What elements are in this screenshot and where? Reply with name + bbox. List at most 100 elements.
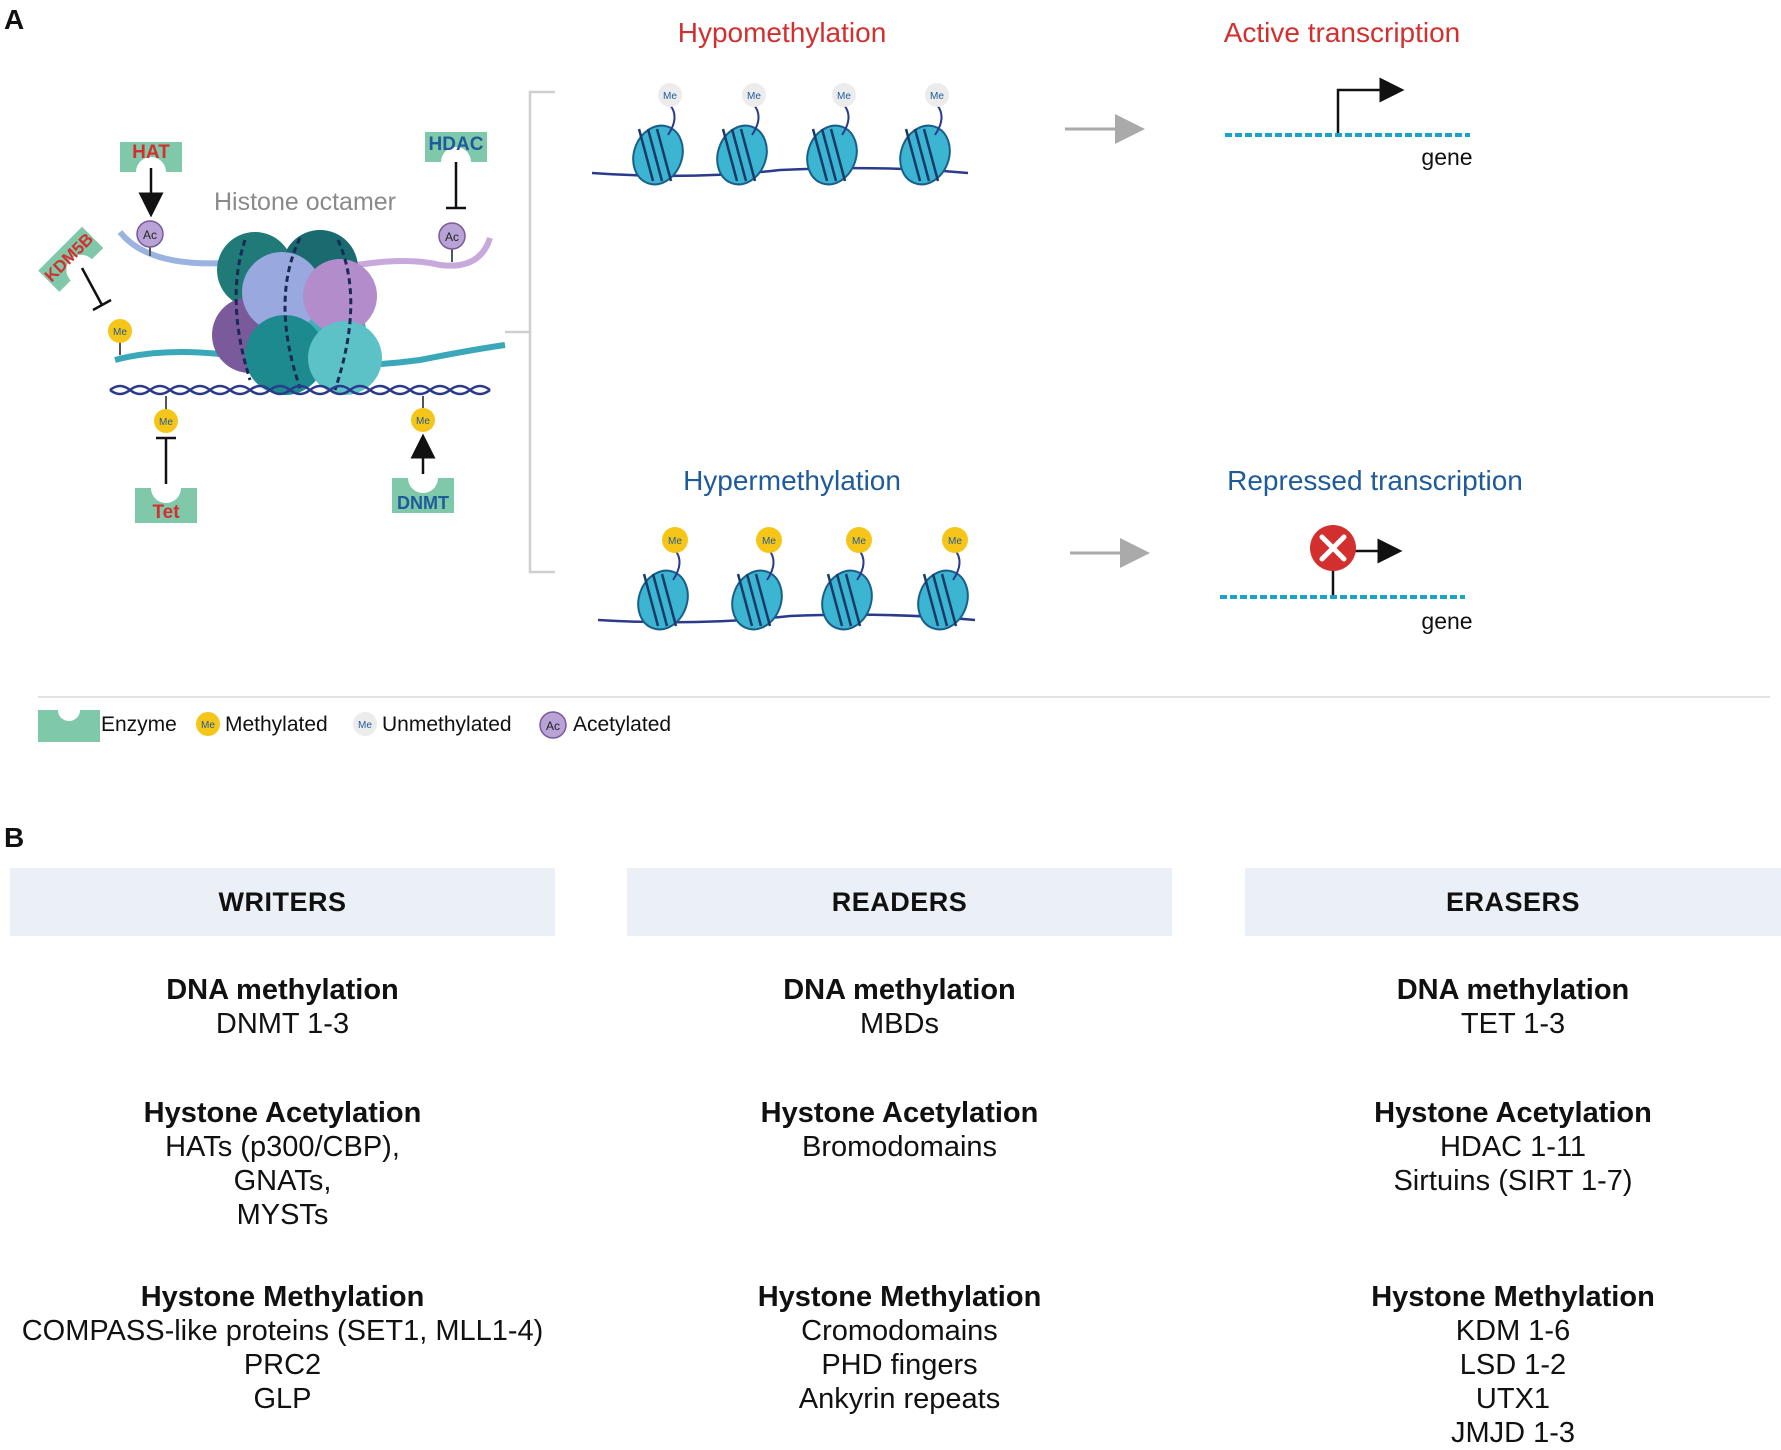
unmethyl-mark	[658, 83, 682, 107]
methyl-mark	[846, 527, 872, 553]
nucleosome: Me	[821, 527, 873, 631]
panel-label-b: B	[4, 822, 25, 853]
svg-text:Me: Me	[948, 536, 962, 547]
methyl-mark-tail: Me	[108, 319, 132, 355]
column-header-erasers: ERASERS	[1245, 868, 1781, 936]
bracket	[505, 90, 555, 574]
group-title: DNA methylation	[1396, 974, 1630, 1006]
unmethylated-icon	[353, 712, 377, 736]
svg-text:HDAC: HDAC	[429, 134, 484, 155]
svg-text:Me: Me	[201, 720, 215, 731]
kdm5b-inhibit-line	[80, 267, 112, 312]
unmethyl-mark	[742, 83, 766, 107]
stop-icon	[1310, 525, 1356, 571]
legend-acetylated: Ac Acetylated	[539, 711, 671, 739]
hypo-nucleosomes: Me Me Me Me	[632, 83, 951, 186]
group-title: Hystone Methylation	[757, 1281, 1042, 1313]
svg-text:Me: Me	[747, 91, 761, 102]
group-item: HDAC 1-11	[1439, 1131, 1587, 1163]
histone-octamer	[212, 230, 382, 395]
group-title: DNA methylation	[166, 974, 399, 1006]
group-item: DNMT 1-3	[215, 1008, 350, 1040]
svg-text:Ac: Ac	[546, 719, 560, 733]
svg-text:Me: Me	[837, 91, 851, 102]
svg-text:Unmethylated: Unmethylated	[382, 713, 512, 736]
svg-text:Me: Me	[159, 417, 173, 428]
nucleosome: Me	[637, 527, 689, 631]
nucleosome: Me	[806, 83, 858, 186]
group-item: LSD 1-2	[1459, 1349, 1567, 1381]
svg-text:Methylated: Methylated	[225, 713, 328, 736]
dnmt-enzyme: DNMT	[392, 433, 454, 513]
group-item: GNATs,	[233, 1165, 332, 1197]
svg-text:Ac: Ac	[143, 228, 157, 242]
hyper-nucleosomes: Me Me Me Me	[637, 527, 969, 631]
group-item: MYSTs	[236, 1199, 329, 1231]
group-item: GLP	[253, 1383, 312, 1415]
group-item: PRC2	[243, 1349, 322, 1381]
svg-text:Me: Me	[663, 91, 677, 102]
svg-text:Me: Me	[416, 416, 430, 427]
group-item: HATs (p300/CBP),	[165, 1131, 400, 1163]
svg-text:Me: Me	[852, 536, 866, 547]
svg-text:Enzyme: Enzyme	[101, 713, 177, 736]
group-title: Hystone Acetylation	[760, 1097, 1039, 1129]
methylated-icon	[196, 712, 220, 736]
methyl-mark	[942, 527, 968, 553]
nucleosome: Me	[899, 83, 951, 186]
svg-text:Me: Me	[668, 536, 682, 547]
repressed-gene-label: gene	[1421, 608, 1472, 634]
nucleosome: Me	[917, 527, 969, 631]
acetyl-mark-left: Ac	[136, 220, 164, 256]
svg-text:Ac: Ac	[445, 230, 459, 244]
group-title: Hystone Acetylation	[1374, 1097, 1652, 1129]
nucleosome: Me	[632, 83, 684, 186]
group-item: Ankyrin repeats	[798, 1383, 1001, 1415]
acetylated-icon	[539, 711, 567, 739]
tet-enzyme: Tet	[135, 436, 197, 523]
svg-text:Me: Me	[762, 536, 776, 547]
panel-a-diagram: Histone octamer HAT HDAC KDM5B	[38, 17, 1770, 742]
legend-enzyme: Enzyme	[38, 699, 177, 742]
group-item: Bromodomains	[801, 1131, 998, 1163]
hypermethylation-title: Hypermethylation	[683, 465, 901, 496]
column-header-writers: WRITERS	[10, 868, 555, 936]
legend-unmethylated: Me Unmethylated	[353, 712, 512, 736]
svg-text:Acetylated: Acetylated	[573, 713, 671, 736]
methyl-mark-dna-left: Me	[154, 396, 178, 433]
group-item: KDM 1-6	[1455, 1315, 1571, 1347]
svg-text:Tet: Tet	[152, 502, 180, 523]
group-title: DNA methylation	[783, 974, 1016, 1006]
group-item: COMPASS-like proteins (SET1, MLL1-4)	[21, 1315, 544, 1347]
group-item: TET 1-3	[1460, 1008, 1566, 1040]
repressed-transcription-title: Repressed transcription	[1227, 465, 1523, 496]
legend-methylated: Me Methylated	[196, 712, 328, 736]
group-item: Cromodomains	[801, 1315, 998, 1347]
group-title: Hystone Methylation	[140, 1281, 425, 1313]
hdac-enzyme: HDAC	[425, 132, 487, 210]
nucleosome: Me	[716, 83, 768, 186]
active-transcription-title: Active transcription	[1224, 17, 1461, 48]
group-title: Hystone Methylation	[1371, 1281, 1655, 1313]
methyl-mark-dna-right: Me	[411, 396, 435, 432]
hat-enzyme: HAT	[120, 142, 182, 218]
methyl-mark	[756, 527, 782, 553]
enzyme-icon	[38, 710, 100, 742]
group-item: PHD fingers	[821, 1349, 978, 1381]
svg-text:Me: Me	[930, 91, 944, 102]
group-item: MBDs	[860, 1008, 939, 1040]
kdm5b-enzyme: KDM5B	[38, 226, 104, 292]
hypomethylation-title: Hypomethylation	[678, 17, 887, 48]
group-title: Hystone Acetylation	[143, 1097, 422, 1129]
group-item: Sirtuins (SIRT 1-7)	[1393, 1165, 1633, 1197]
active-transcription-arrow	[1336, 77, 1405, 133]
